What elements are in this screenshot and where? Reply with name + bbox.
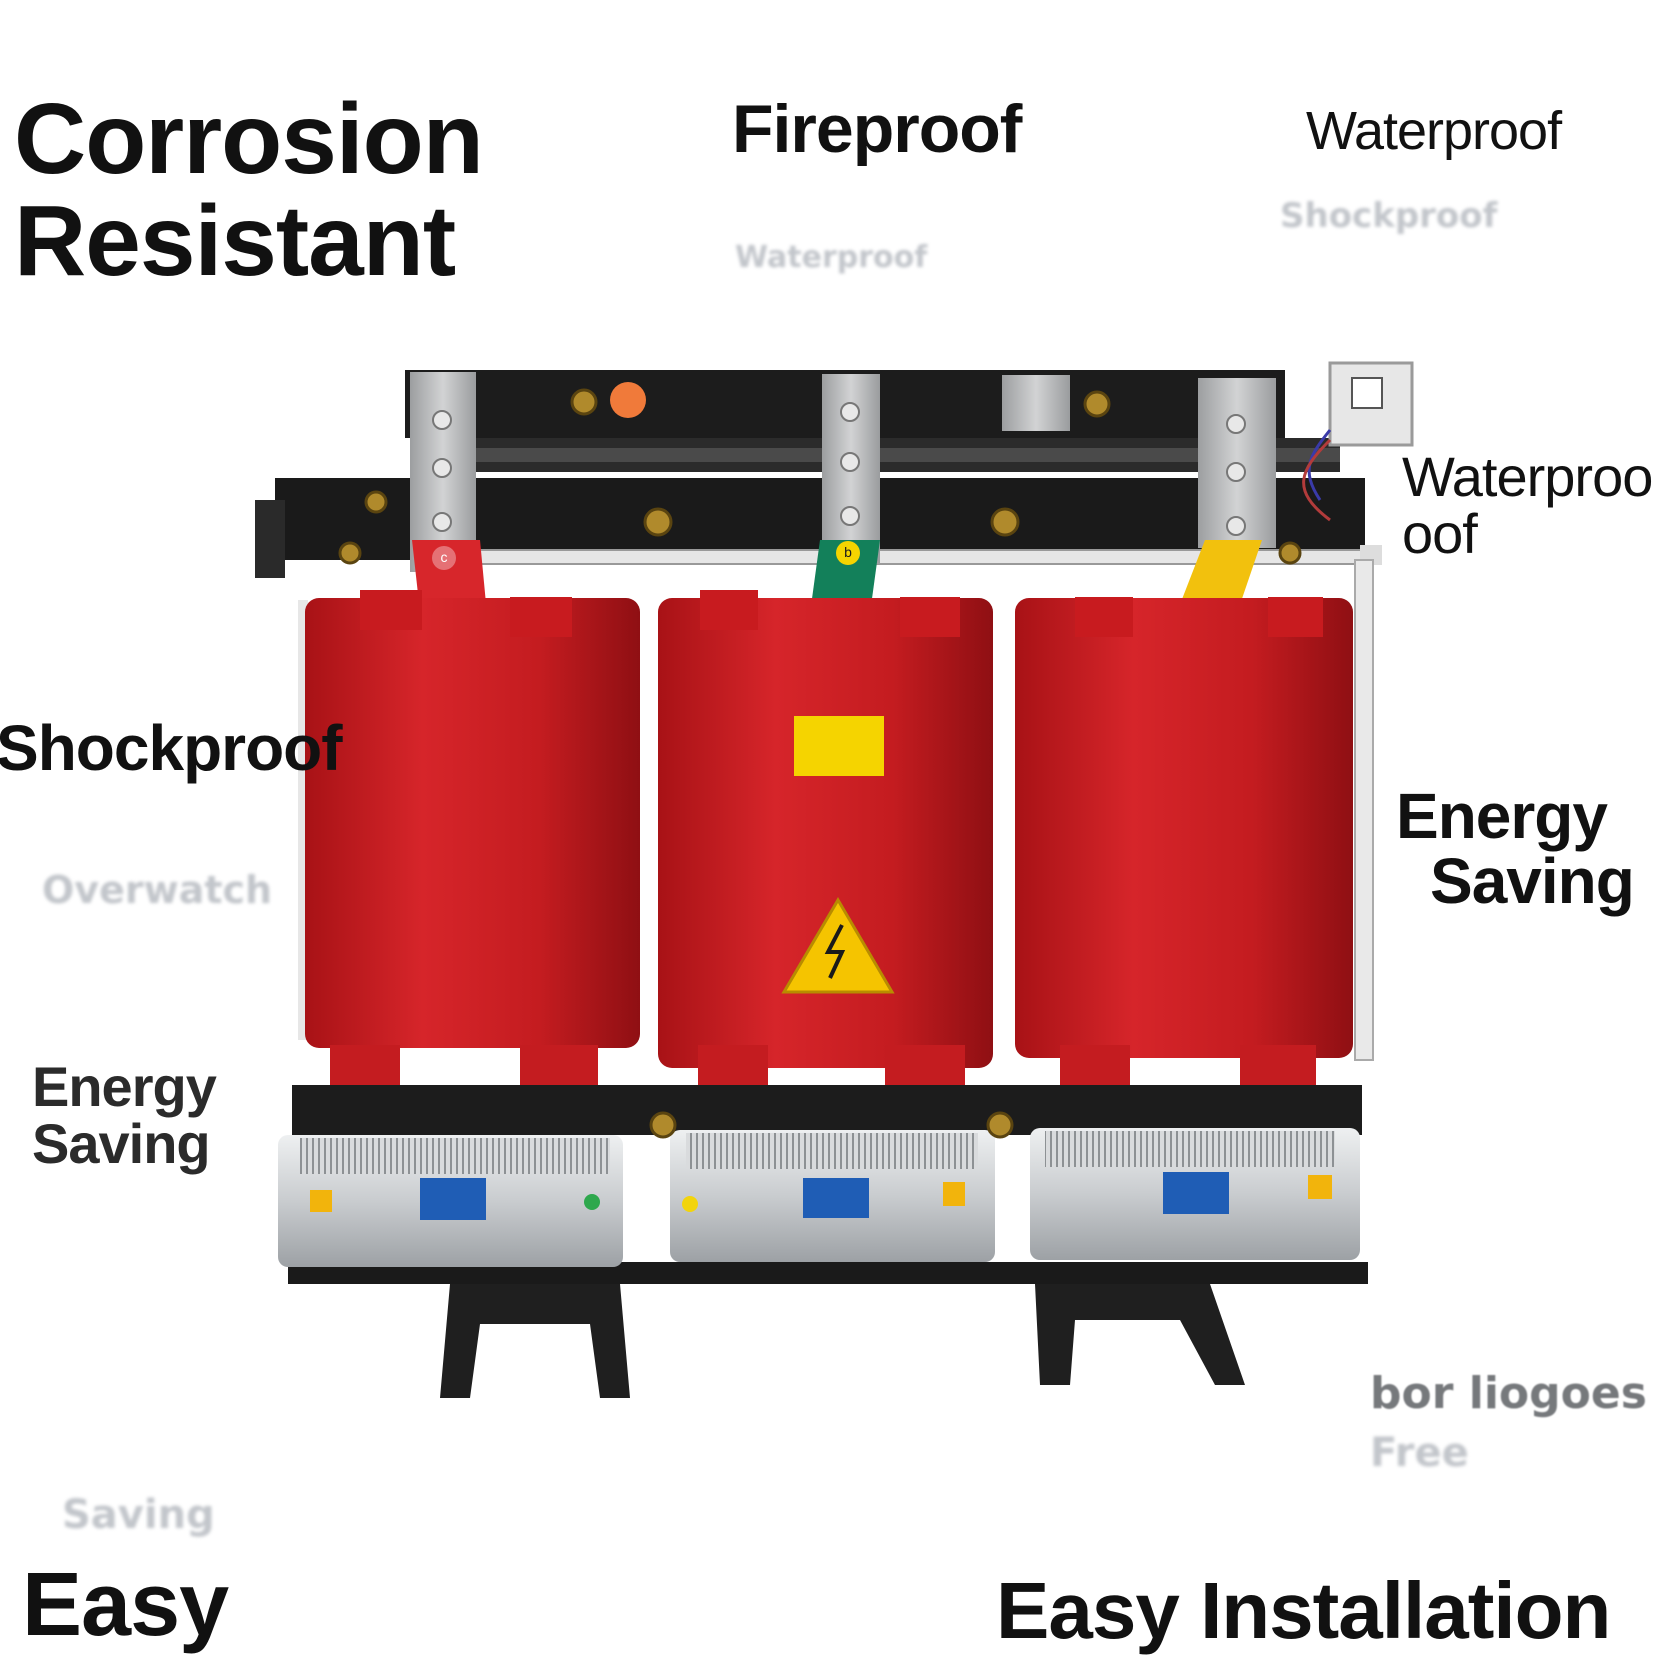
coil-middle [658, 590, 993, 1100]
temperature-sensor-box [1328, 361, 1414, 447]
label-line: Waterproo [1402, 445, 1653, 508]
fireproof-label: Fireproof [732, 91, 1022, 167]
faded-label: Overwatch [42, 868, 273, 912]
energy-saving-label-left: Energy Saving [32, 1055, 217, 1176]
label-line: Corrosion [14, 83, 484, 195]
base-foot-right [1035, 1284, 1245, 1385]
faded-label: bor liogoes [1370, 1368, 1647, 1419]
easy-installation-label: Easy Installation [996, 1566, 1611, 1655]
label-line: Saving [1430, 845, 1635, 918]
warning-label-yellow [794, 716, 884, 776]
waterproof-label-top: Waterproof [1306, 101, 1562, 161]
phase-marking-b: b [844, 544, 852, 560]
faded-label: Free [1370, 1430, 1469, 1476]
cooling-fan-left [278, 1135, 623, 1267]
corrosion-resistant-label: Corrosion Resistant [14, 88, 484, 292]
cooling-fan-right [1030, 1128, 1360, 1260]
label-line: Resistant [14, 185, 456, 297]
label-line: oof [1402, 502, 1478, 566]
bottom-clamp-frame [292, 1085, 1362, 1135]
label-line: Energy [1396, 780, 1608, 852]
energy-saving-label-right: Energy Saving [1396, 783, 1635, 918]
label-line: Energy [32, 1055, 217, 1118]
high-voltage-warning-icon [781, 897, 895, 994]
coil-right [1015, 597, 1353, 1100]
faded-label: Shockproof [1280, 196, 1498, 236]
faded-label: Saving [62, 1492, 215, 1538]
coil-left [298, 590, 640, 1100]
faded-label: Waterproof [735, 240, 928, 275]
top-clamp-frame [255, 370, 1382, 1061]
phase-marking-c: c [441, 549, 448, 565]
waterproof-label-right: Waterproo oof [1402, 445, 1653, 566]
shockproof-label: Shockproof [0, 712, 343, 784]
label-line: Saving [32, 1112, 211, 1176]
cooling-fan-middle [670, 1130, 995, 1262]
easy-label-left: Easy [22, 1555, 229, 1655]
connection-bars [410, 372, 1276, 572]
base-foot-left [440, 1284, 630, 1398]
